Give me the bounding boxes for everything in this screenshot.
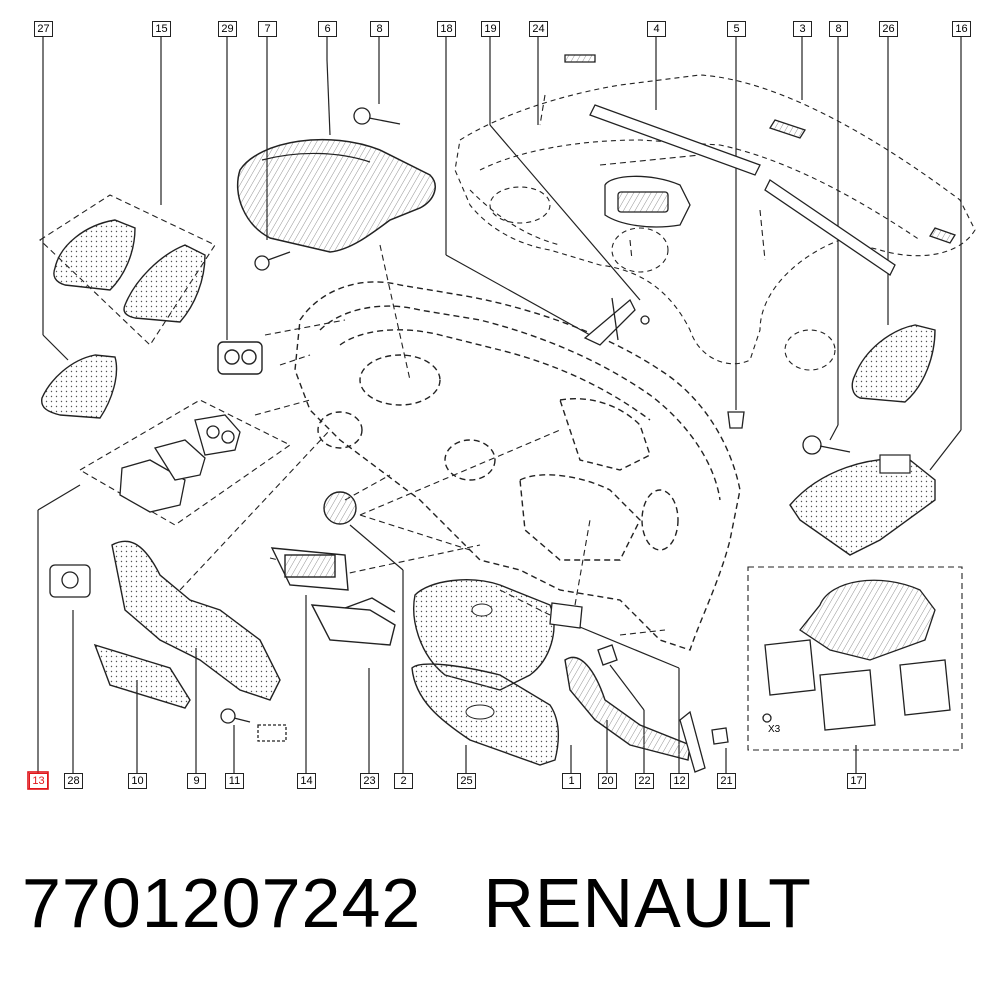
screw-7: [254, 251, 291, 271]
highlight-frame-13: [27, 771, 49, 790]
clip-21: [711, 727, 729, 745]
screw-8-right: [802, 435, 851, 455]
callout-22: 22: [635, 773, 654, 789]
callout-14: 14: [297, 773, 316, 789]
assembly-arrows: [179, 94, 766, 636]
callout-25: 25: [457, 773, 476, 789]
quantity-note: X3: [768, 724, 781, 735]
round-vent-2: [323, 491, 357, 525]
bracket-19: [583, 297, 650, 346]
footer: 7701207242 RENAULT: [22, 858, 982, 948]
callout-11: 11: [225, 773, 244, 789]
speaker-grilles-15: [53, 219, 206, 323]
callout-8: 8: [370, 21, 389, 37]
callout-17: 17: [847, 773, 866, 789]
callout-27: 27: [34, 21, 53, 37]
center-vent-24: [604, 175, 691, 228]
part-number: 7701207242: [22, 864, 422, 942]
screw-8: [353, 107, 401, 125]
callout-18: 18: [437, 21, 456, 37]
callout-12: 12: [670, 773, 689, 789]
tray-23: [310, 597, 396, 646]
callout-24: 24: [529, 21, 548, 37]
switch-block-29: [217, 341, 263, 375]
callout-21: 21: [717, 773, 736, 789]
callout-9: 9: [187, 773, 206, 789]
speaker-grille-27: [41, 354, 118, 419]
clip-22: [597, 644, 618, 666]
vent-assembly-17: [762, 579, 951, 731]
instrument-cluster-hood-6: [236, 138, 436, 253]
callout-10: 10: [128, 773, 147, 789]
callout-13: 13: [29, 773, 48, 789]
vents-group-13: [119, 414, 241, 513]
speaker-grille-26: [851, 324, 936, 403]
glovebox-inner-25: [411, 663, 559, 766]
switch-28: [49, 564, 91, 598]
lower-panel-16: [789, 454, 936, 556]
bracket-12: [549, 602, 706, 773]
callout-8b: 8: [829, 21, 848, 37]
clip-5: [727, 411, 745, 429]
group-boxes: [39, 194, 963, 751]
dashboard-upper-outline: [454, 74, 976, 371]
callout-5: 5: [727, 21, 746, 37]
screw-11: [220, 708, 287, 742]
callout-19: 19: [481, 21, 500, 37]
callout-29: 29: [218, 21, 237, 37]
brand-name: RENAULT: [483, 864, 812, 942]
callout-23: 23: [360, 773, 379, 789]
callout-20: 20: [598, 773, 617, 789]
defroster-vent-4: [564, 54, 956, 276]
panel-10: [93, 643, 191, 709]
callout-7: 7: [258, 21, 277, 37]
callout-16: 16: [952, 21, 971, 37]
callout-2: 2: [394, 773, 413, 789]
callout-15: 15: [152, 21, 171, 37]
lower-trim-9: [111, 540, 281, 701]
vent-frame-14: [270, 547, 349, 591]
air-duct-20: [564, 656, 691, 761]
callout-1: 1: [562, 773, 581, 789]
callout-6: 6: [318, 21, 337, 37]
dashboard-carrier-outline: [294, 281, 741, 651]
callout-28: 28: [64, 773, 83, 789]
callout-3: 3: [793, 21, 812, 37]
callout-26: 26: [879, 21, 898, 37]
callout-4: 4: [647, 21, 666, 37]
glovebox-door-1: [413, 579, 555, 691]
